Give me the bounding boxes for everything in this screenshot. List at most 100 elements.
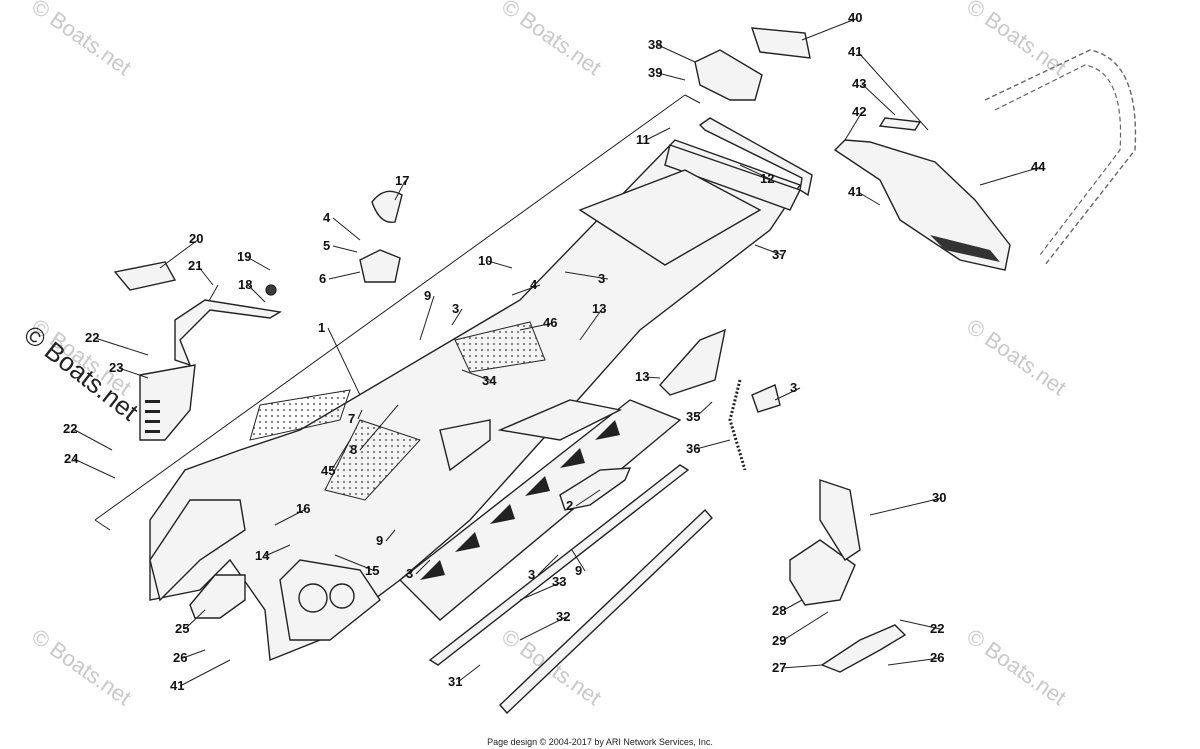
leader-line <box>781 664 823 669</box>
part-17 <box>371 190 403 224</box>
leader-lines <box>72 17 1042 687</box>
leader-line <box>72 428 113 451</box>
leader-line <box>385 529 396 542</box>
leader-line <box>801 17 859 41</box>
leader-line <box>519 616 567 641</box>
callout-label: 34 <box>482 373 497 388</box>
leader-line <box>487 260 513 269</box>
leader-line <box>359 404 399 451</box>
leader-line <box>537 554 559 576</box>
callout-label: 17 <box>395 173 409 188</box>
leader-line <box>73 458 116 479</box>
part-20 <box>113 261 177 291</box>
leader-line <box>979 166 1042 186</box>
watermark-text: © Boats.net <box>962 0 1071 80</box>
part-2 <box>559 467 632 511</box>
callout-label: 38 <box>648 37 662 52</box>
callout-label: 10 <box>478 253 492 268</box>
callout-label: 9 <box>424 288 431 303</box>
leader-line <box>657 72 686 81</box>
callout-label: 3 <box>598 271 605 286</box>
callout-label: 14 <box>255 548 270 563</box>
callout-label: 39 <box>648 65 662 80</box>
leader-line <box>571 549 586 572</box>
part-38 <box>694 49 763 101</box>
callout-label: 13 <box>635 369 649 384</box>
leader-line <box>579 308 603 341</box>
leader-line <box>274 508 307 526</box>
part-35 <box>659 328 726 396</box>
part-25 <box>189 574 246 619</box>
callout-label: 6 <box>319 271 326 286</box>
leader-line <box>332 245 358 253</box>
leader-line <box>781 611 829 642</box>
leader-line <box>869 497 943 516</box>
leader-line <box>334 554 376 572</box>
part-12 <box>698 117 813 197</box>
callout-label: 43 <box>852 76 866 91</box>
rod-32 <box>499 508 713 715</box>
callout-label: 37 <box>772 247 786 262</box>
callout-label: 25 <box>175 621 189 636</box>
callout-label: 18 <box>238 277 252 292</box>
leader-line <box>519 581 563 601</box>
callout-label: 41 <box>848 184 862 199</box>
callout-label: 22 <box>63 421 77 436</box>
part-3-hinge <box>751 384 781 413</box>
callout-label: 42 <box>852 104 866 119</box>
callout-label: 3 <box>528 567 535 582</box>
leader-line <box>645 127 671 141</box>
callout-label: 9 <box>376 533 383 548</box>
tunnel-assembly <box>149 139 802 661</box>
leader-line <box>330 439 351 472</box>
callout-label: 3 <box>790 380 797 395</box>
part-19 <box>265 284 277 296</box>
callout-label: 30 <box>932 490 946 505</box>
leader-line <box>657 44 696 63</box>
callout-label: 26 <box>173 650 187 665</box>
leader-line <box>419 295 435 341</box>
leader-line <box>857 51 929 131</box>
callout-label: 12 <box>760 171 774 186</box>
leader-line <box>887 657 941 666</box>
leader-line <box>739 164 771 180</box>
callout-label: 31 <box>448 674 462 689</box>
callout-label: 27 <box>772 660 786 675</box>
callout-label: 36 <box>686 441 700 456</box>
callout-label: 33 <box>552 574 566 589</box>
leader-line <box>357 409 363 420</box>
watermark-text: © Boats.net <box>27 0 136 80</box>
callout-label: 22 <box>930 621 944 636</box>
watermark-text: © Boats.net <box>962 624 1071 711</box>
leader-line <box>774 387 801 401</box>
callout-label: 4 <box>530 277 538 292</box>
leader-line <box>754 244 783 256</box>
callout-label: 20 <box>189 231 203 246</box>
callout-label: 46 <box>543 315 557 330</box>
leader-line <box>246 256 271 271</box>
part-44 <box>833 139 1011 271</box>
watermark-text: © Boats.net <box>497 0 606 80</box>
part-43 <box>878 117 922 131</box>
callout-label: 11 <box>636 132 650 147</box>
callout-label: 5 <box>323 238 330 253</box>
leader-line <box>415 559 431 575</box>
part-36 <box>728 379 747 471</box>
callout-label: 28 <box>772 603 786 618</box>
callout-label: 3 <box>452 301 459 316</box>
leader-line <box>118 367 149 379</box>
callout-label: 40 <box>848 10 862 25</box>
leader-line <box>857 191 881 206</box>
bumper-loop <box>984 49 1137 266</box>
leader-line <box>327 327 361 396</box>
leader-line <box>564 271 609 280</box>
leader-line <box>159 238 200 269</box>
callout-label: 23 <box>109 360 123 375</box>
leader-line <box>519 322 554 331</box>
callout-label: 35 <box>686 409 700 424</box>
leader-line <box>511 284 541 296</box>
page-footer: Page design © 2004-2017 by ARI Network S… <box>487 737 713 747</box>
callout-label: 4 <box>323 210 331 225</box>
